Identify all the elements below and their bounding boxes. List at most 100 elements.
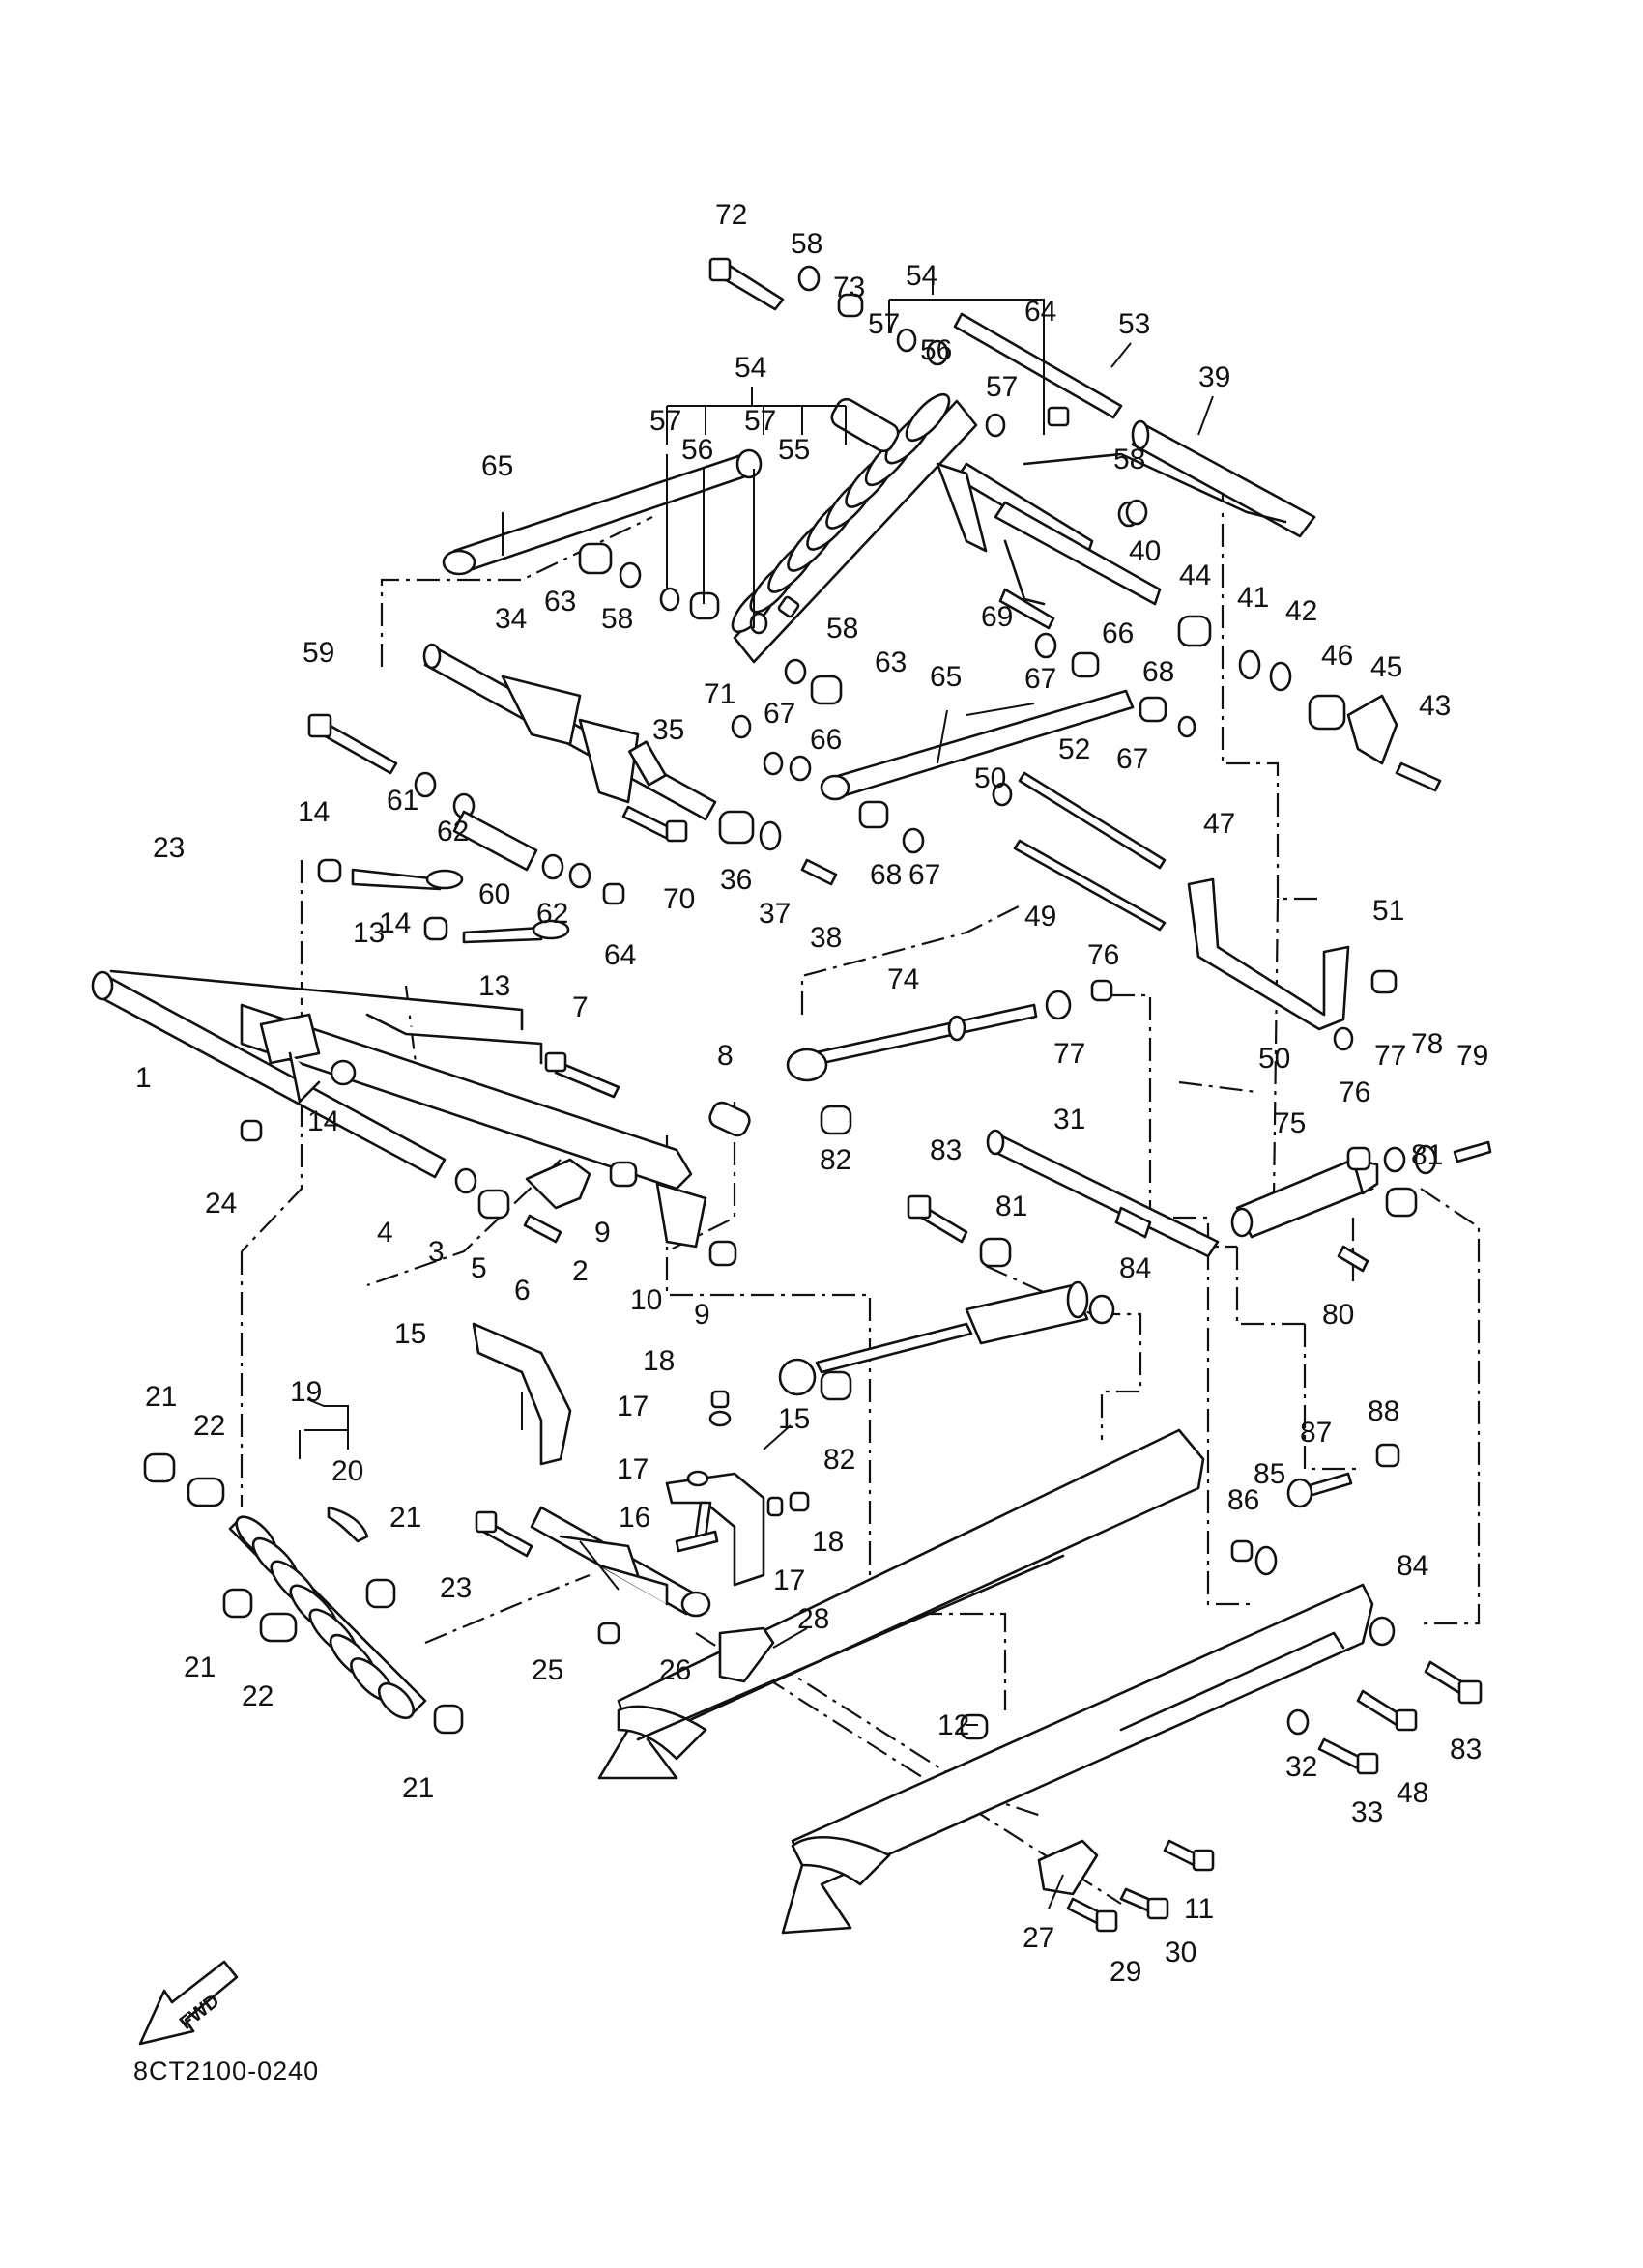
callout: 64 [1024,296,1056,328]
callout: 9 [594,1217,611,1249]
callout: 5 [471,1252,487,1284]
callout: 63 [544,586,576,617]
rear-shock-absorber-upper [731,393,978,664]
callout: 67 [764,698,795,730]
callout: 17 [617,1391,649,1422]
callout: 82 [820,1144,851,1176]
callout: 50 [974,762,1006,794]
callout: 35 [652,714,684,746]
callout: 47 [1203,808,1235,840]
callout: 65 [481,450,513,482]
callout: 23 [153,832,185,864]
callout: 25 [532,1654,563,1686]
callout: 32 [1285,1751,1317,1783]
callout: 27 [1023,1922,1054,1954]
front-shock-spring [228,1515,427,1720]
upper-frame-tubes [936,312,1316,606]
callout: 3 [428,1236,445,1268]
callout: 1 [135,1062,152,1094]
callout: 82 [823,1444,855,1476]
callout: 56 [681,434,713,466]
callout: 54 [906,260,937,292]
callout: 36 [720,864,752,896]
callout: 12 [937,1709,969,1741]
callout: 66 [1102,617,1134,649]
callout: 70 [663,883,695,915]
callout: 26 [659,1654,691,1686]
callout: 50 [1258,1043,1290,1075]
callout: 77 [1374,1040,1406,1072]
callout: 29 [1110,1956,1141,1988]
callout: 76 [1339,1077,1370,1108]
callout: 57 [744,405,776,437]
callout: 14 [379,907,411,939]
callout: 2 [572,1255,589,1287]
fwd-direction-arrow [138,1960,239,2046]
lower-damper [778,1280,1089,1396]
callout: 34 [495,603,527,635]
rear-bracket [1187,877,1350,1031]
callout: 40 [1129,535,1161,567]
callout: 9 [694,1299,710,1331]
callout: 24 [205,1188,237,1220]
callout: 8 [717,1040,734,1072]
callout: 19 [290,1376,322,1408]
rear-shock-31 [986,1129,1220,1258]
callout: 20 [331,1455,363,1487]
callout: 74 [887,963,919,995]
callout-labels: 72 58 73 54 57 56 64 53 39 54 57 56 57 5… [135,199,1488,1988]
callout: 18 [643,1345,675,1377]
callout: 88 [1368,1395,1399,1427]
callout: 55 [778,434,810,466]
callout: 41 [1237,582,1269,614]
callout: 54 [735,352,766,384]
callout: 73 [833,272,865,303]
callout: 23 [440,1572,472,1604]
callout: 68 [1142,656,1174,688]
callout: 71 [704,678,735,710]
callout: 57 [868,308,900,340]
slide-rail-left [597,1428,1205,1780]
callout: 7 [572,991,589,1023]
callout: 48 [1397,1777,1428,1809]
callout: 57 [986,371,1018,403]
callout: 58 [1113,444,1145,475]
callout: 59 [303,637,334,669]
link-rods [442,448,1135,801]
callout: 14 [307,1105,339,1137]
callout: 81 [1411,1139,1443,1171]
callout: 21 [402,1772,434,1804]
callout: 43 [1419,690,1451,722]
callout: 58 [791,228,822,260]
callout: 46 [1321,640,1353,672]
callout: 33 [1351,1796,1383,1828]
callout: 62 [437,816,469,847]
callout: 18 [812,1526,844,1558]
callout: 11 [1184,1893,1214,1925]
callout: 31 [1053,1104,1085,1135]
callout: 84 [1119,1252,1151,1284]
callout: 68 [870,859,902,891]
callout: 21 [389,1502,421,1534]
callout: 42 [1285,595,1317,627]
callout: 66 [810,724,842,756]
callout: 13 [353,917,385,949]
callout: 86 [1227,1484,1259,1516]
drawing-code: 8CT2100-0240 [133,2056,320,2085]
callout: 62 [536,898,568,930]
callout: 72 [715,199,747,231]
callout: 80 [1322,1299,1354,1331]
callout: 83 [1450,1734,1482,1766]
callout: 67 [908,859,940,891]
shafts [786,771,1167,1082]
callout: 75 [1274,1107,1306,1139]
callout: 67 [1116,743,1148,775]
callout: 49 [1024,901,1056,933]
callout: 37 [759,898,791,930]
callout-leader-lines [299,280,1214,1909]
callout: 87 [1300,1417,1332,1449]
callout: 77 [1053,1038,1085,1070]
callout: 79 [1456,1040,1488,1072]
callout: 65 [930,661,962,693]
